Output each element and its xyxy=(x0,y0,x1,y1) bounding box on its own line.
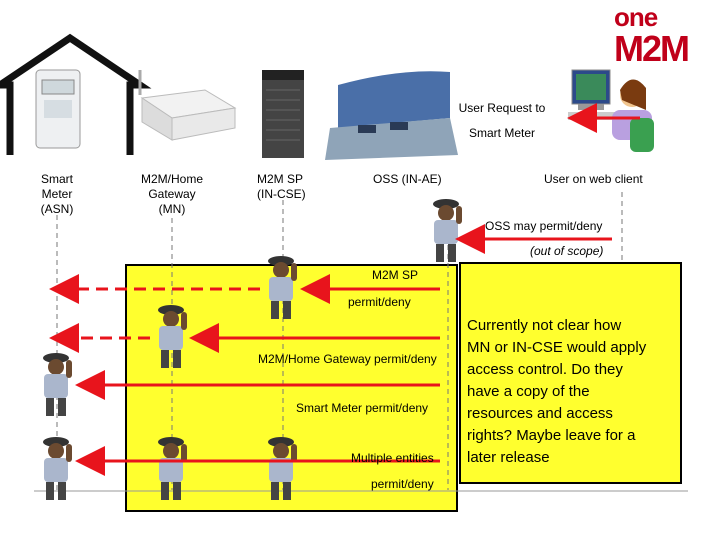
label-oss: OSS (IN-AE) xyxy=(373,172,442,186)
note-box xyxy=(459,262,682,484)
label-m2m-sp-permit: permit/deny xyxy=(348,295,411,309)
label-multiple-entities: Multiple entities xyxy=(351,451,434,465)
label-gateway: M2M/Home Gateway (MN) xyxy=(140,172,203,216)
note-text: Currently not clear how MN or IN-CSE wou… xyxy=(467,317,647,466)
onem2m-logo: one M2M xyxy=(608,0,720,72)
control-room-icon xyxy=(325,71,458,160)
user-computer-icon xyxy=(568,69,654,152)
guard-oss xyxy=(433,199,462,262)
label-out-of-scope: (out of scope) xyxy=(530,244,604,258)
label-oss-permit: OSS may permit/deny xyxy=(485,219,603,233)
logo-line2: M2M xyxy=(614,28,690,69)
server-icon xyxy=(262,70,304,158)
label-gateway-permit: M2M/Home Gateway permit/deny xyxy=(258,352,437,366)
label-user: User on web client xyxy=(544,172,643,186)
label-m2m-sp-heading: M2M SP xyxy=(372,268,419,282)
house-icon xyxy=(0,33,152,155)
label-user-request: User Request to Smart Meter xyxy=(458,101,546,140)
smart-meter-icon xyxy=(35,69,81,149)
logo-line1: one xyxy=(614,2,658,32)
label-multiple-permit: permit/deny xyxy=(371,477,434,491)
label-meter-permit: Smart Meter permit/deny xyxy=(296,401,429,415)
gateway-icon xyxy=(138,70,237,141)
label-smart-meter: Smart Meter (ASN) xyxy=(40,172,74,216)
label-m2m-sp: M2M SP (IN-CSE) xyxy=(257,172,306,201)
guard-gateway xyxy=(158,305,187,368)
